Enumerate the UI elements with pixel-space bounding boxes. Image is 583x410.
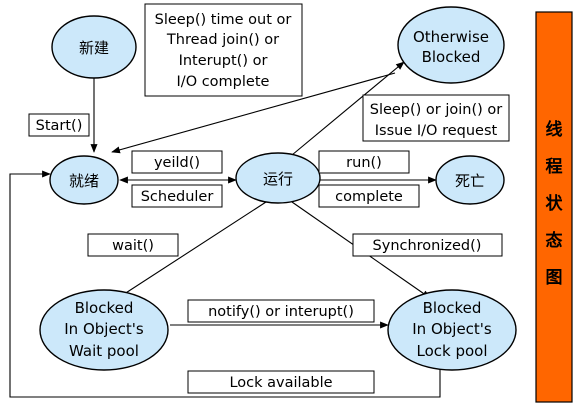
label-scheduler-text: Scheduler <box>141 189 214 205</box>
state-lock-pool-line1: Blocked <box>423 299 482 317</box>
sidebar-char-5: 图 <box>546 268 563 288</box>
state-lock-pool-line2: In Object's <box>412 320 492 338</box>
label-sleep-timeout-line1: Sleep() time out or <box>155 12 292 28</box>
state-lock-pool: Blocked In Object's Lock pool <box>387 289 517 371</box>
label-synchronized: Synchronized() <box>352 233 503 257</box>
state-running-label: 运行 <box>263 170 293 188</box>
label-wait: wait() <box>87 233 179 257</box>
label-lock-available-text: Lock available <box>229 375 332 391</box>
state-wait-pool: Blocked In Object's Wait pool <box>39 289 169 371</box>
sidebar-title: 线 程 状 态 图 <box>535 11 573 403</box>
label-lock-available: Lock available <box>187 370 375 394</box>
label-notify-text: notify() or interupt() <box>208 304 354 320</box>
label-yield: yeild() <box>131 150 223 174</box>
sidebar-char-1: 线 <box>546 119 563 140</box>
state-wait-pool-line2: In Object's <box>64 320 144 338</box>
label-sleep-join-line1: Sleep() or join() or <box>370 102 503 118</box>
sidebar-char-2: 程 <box>546 157 563 177</box>
label-sleep-timeout-line2: Thread join() or <box>166 32 279 48</box>
state-ready: 就绪 <box>49 155 119 205</box>
label-yield-text: yeild() <box>154 155 200 171</box>
label-scheduler: Scheduler <box>131 184 223 208</box>
state-otherwise-line2: Blocked <box>422 48 481 66</box>
sidebar-char-3: 状 <box>546 193 564 214</box>
state-dead: 死亡 <box>435 155 505 205</box>
arrow-running-to-waitpool <box>114 201 267 301</box>
label-start: Start() <box>28 113 90 137</box>
state-ready-label: 就绪 <box>69 172 99 190</box>
state-new-label: 新建 <box>79 39 109 57</box>
state-running: 运行 <box>235 152 321 204</box>
label-start-text: Start() <box>36 118 83 134</box>
label-run-text: run() <box>346 155 382 171</box>
state-otherwise-line1: Otherwise <box>413 28 489 46</box>
sidebar-char-4: 态 <box>546 230 563 251</box>
state-otherwise-blocked: Otherwise Blocked <box>397 6 505 84</box>
label-sleep-timeout-line3: Interupt() or <box>179 53 268 69</box>
state-wait-pool-line3: Wait pool <box>69 342 139 360</box>
label-complete-text: complete <box>335 189 403 205</box>
label-notify: notify() or interupt() <box>187 299 375 323</box>
label-synchronized-text: Synchronized() <box>373 238 482 254</box>
arrow-running-to-otherwise <box>291 61 405 156</box>
state-dead-label: 死亡 <box>455 172 485 190</box>
transition-arrows <box>9 61 441 398</box>
label-sleep-timeout-line4: I/O complete <box>177 74 270 90</box>
arrow-otherwise-to-ready <box>111 72 396 154</box>
state-wait-pool-line1: Blocked <box>75 299 134 317</box>
arrow-lockpool-to-ready <box>9 170 441 398</box>
state-new: 新建 <box>51 15 137 79</box>
label-run: run() <box>318 150 410 174</box>
state-lock-pool-line3: Lock pool <box>416 342 487 360</box>
label-sleep-join: Sleep() or join() or Issue I/O request <box>362 94 510 142</box>
label-wait-text: wait() <box>112 238 154 254</box>
label-complete: complete <box>318 184 420 208</box>
label-sleep-timeout: Sleep() time out or Thread join() or Int… <box>144 3 303 97</box>
label-sleep-join-line2: Issue I/O request <box>375 123 498 139</box>
